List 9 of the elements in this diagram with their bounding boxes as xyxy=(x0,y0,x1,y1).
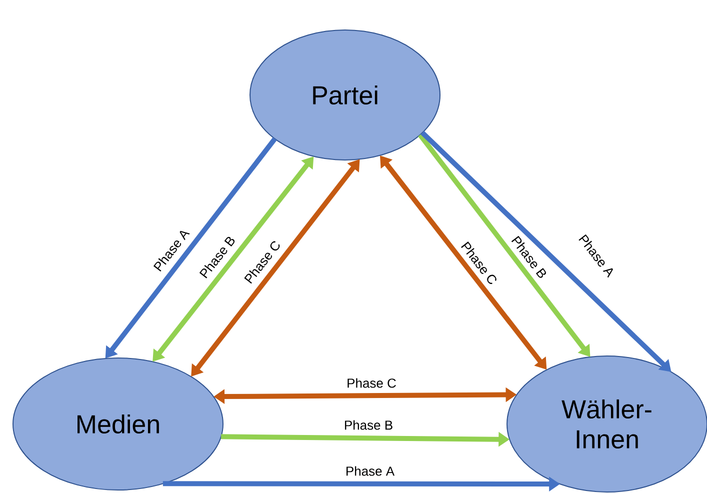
ellipse-node xyxy=(506,356,707,492)
node-label: Wähler- Innen xyxy=(562,399,652,449)
ellipse-node xyxy=(12,358,224,490)
node-label: Medien xyxy=(78,414,159,434)
edge-label: Phase A xyxy=(346,466,395,476)
ellipse-node xyxy=(250,30,440,160)
edge-label: Phase C xyxy=(348,378,396,388)
node-label: Partei xyxy=(313,85,378,105)
edge-label: Phase B xyxy=(345,420,392,430)
